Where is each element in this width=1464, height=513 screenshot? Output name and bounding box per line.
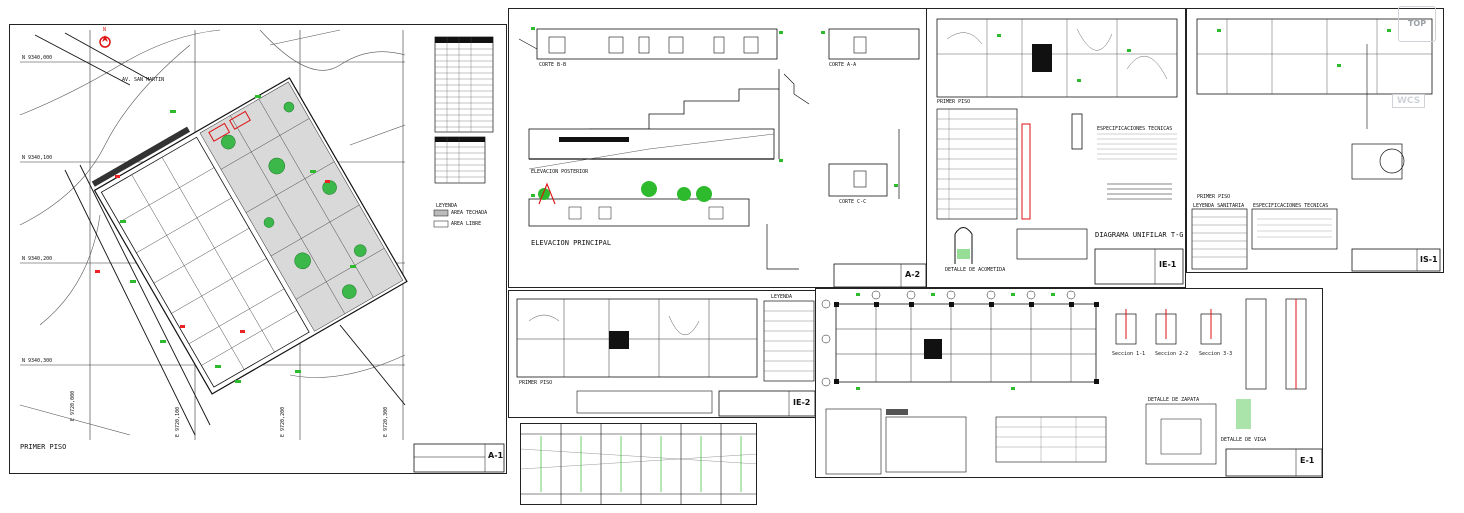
east-coord-3: E 9720,200 [280, 406, 286, 437]
legend-title: LEYENDA [436, 203, 458, 209]
east-coord-4: E 9720,300 [383, 406, 389, 437]
elevations-drawing [518, 27, 927, 287]
sanitary-drawing [1191, 18, 1441, 272]
sheet-id: A-2 [905, 270, 921, 279]
sheet-id: A-1 [488, 451, 504, 460]
street-label: AV. SAN MARTIN [122, 77, 165, 83]
sheet-id: IS-1 [1420, 255, 1438, 264]
sheet-id: IE-1 [1159, 260, 1177, 269]
north-coord-2: N 9340,100 [22, 155, 53, 161]
section-aa-label: CORTE A-A [829, 62, 857, 68]
section-cc-label: CORTE C-C [839, 199, 867, 205]
specs-title: ESPECIFICACIONES TECNICAS [1097, 126, 1173, 132]
viewcube[interactable]: TOP [1398, 6, 1436, 42]
electrical-drawing [936, 18, 1184, 285]
wcs-badge[interactable]: WCS [1392, 94, 1426, 108]
sheet-is1-sanitary: PRIMER PISO LEYENDA SANITARIA ESPECIFICA… [1186, 8, 1444, 273]
section-3-label: Seccion 3-3 [1199, 351, 1233, 357]
viewcube-face-label: TOP [1407, 19, 1427, 28]
north-coord-1: N 9340,000 [22, 55, 53, 61]
sheet-e1-structural: Seccion 1-1 Seccion 2-2 Seccion 3-3 DETA… [815, 288, 1323, 478]
sheet-id: IE-2 [793, 398, 811, 407]
plan-title: PRIMER PISO [1197, 194, 1231, 200]
north-coord-4: N 9340,300 [22, 358, 53, 364]
sheet-id: E-1 [1300, 456, 1315, 465]
wcs-label: WCS [1397, 96, 1421, 106]
detail-title-1: DETALLE DE ZAPATA [1148, 397, 1200, 403]
legend-title: LEYENDA SANITARIA [1193, 203, 1245, 209]
electrical-2-drawing [516, 298, 816, 417]
section-bb-label: CORTE B-B [539, 62, 567, 68]
sheet-a2-elevations: CORTE B-B CORTE A-A CORTE C-C ELEVACION … [508, 8, 928, 288]
legend-item-2: AREA LIBRE [451, 221, 482, 227]
detail-tables-drawing [521, 424, 756, 504]
detail-title: DETALLE DE ACOMETIDA [945, 267, 1006, 273]
plan-title: PRIMER PISO [20, 443, 67, 451]
east-coord-1: E 9720,000 [70, 390, 76, 421]
section-2-label: Seccion 2-2 [1155, 351, 1189, 357]
notes-title: ESPECIFICACIONES TECNICAS [1253, 203, 1329, 209]
front-elevation-label: ELEVACION PRINCIPAL [531, 239, 612, 247]
sheet-ie1-electrical: PRIMER PISO ESPECIFICACIONES TECNICAS DI… [926, 8, 1186, 288]
plan-title: PRIMER PISO [519, 380, 553, 386]
sheet-ie2-electrical: PRIMER PISO LEYENDA IE-2 [508, 290, 818, 418]
plan-title: PRIMER PISO [937, 99, 971, 105]
east-coord-2: E 9720,100 [175, 406, 181, 437]
site-plan-drawing [19, 29, 505, 473]
sheet-detail-tables [520, 423, 757, 505]
structural-drawing [821, 290, 1322, 477]
rear-elevation-label: ELEVACION POSTERIOR [531, 169, 589, 175]
legend-item-1: AREA TECHADA [451, 210, 488, 216]
diagram-title: DIAGRAMA UNIFILAR T-G [1095, 231, 1184, 239]
section-1-label: Seccion 1-1 [1112, 351, 1146, 357]
sheet-a1-site-plan: N N 9340,000 N 9340,100 N 9340,200 N 934… [9, 24, 507, 474]
detail-title-2: DETALLE DE VIGA [1221, 437, 1267, 443]
north-coord-3: N 9340,200 [22, 256, 53, 262]
compass-label: N [103, 27, 107, 33]
legend-title: LEYENDA [771, 294, 793, 300]
